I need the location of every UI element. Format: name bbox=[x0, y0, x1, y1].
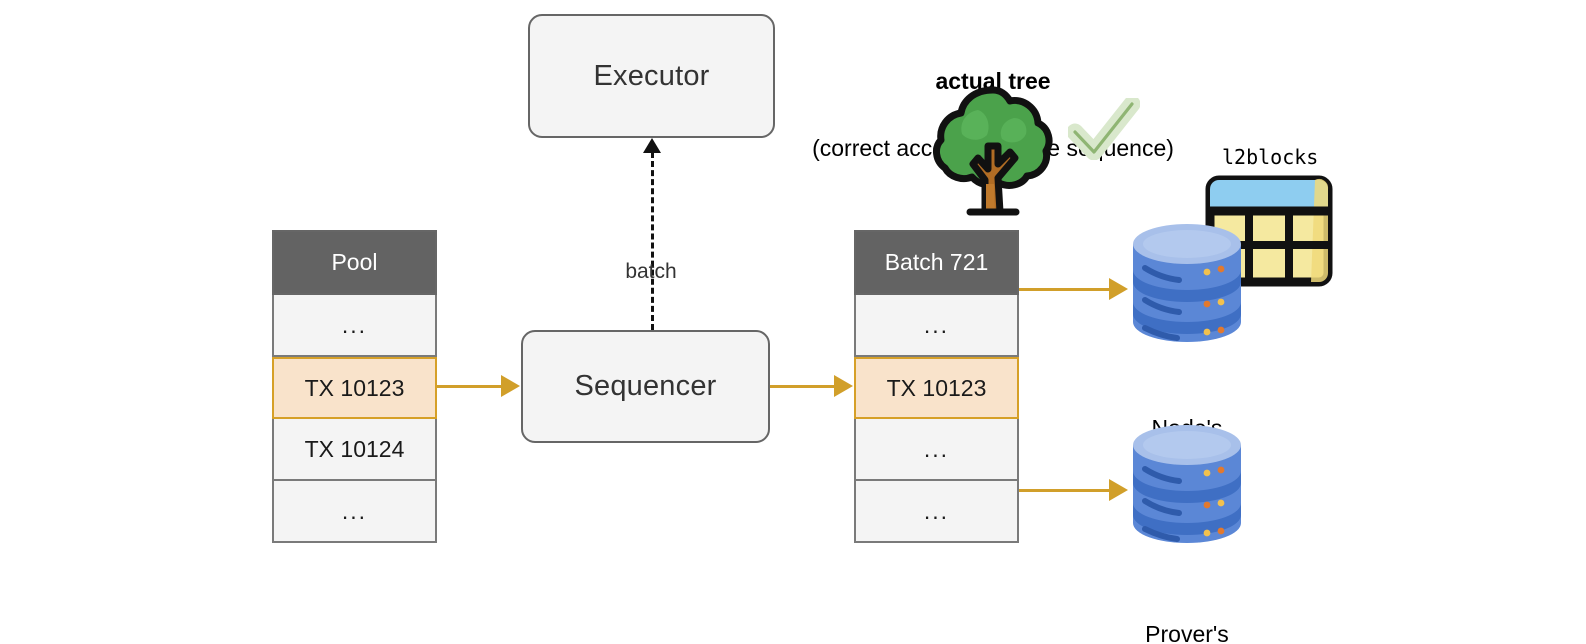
arrow-batch-to-statedb-head-icon bbox=[1109, 278, 1128, 300]
pool-row-1-label: TX 10123 bbox=[304, 374, 405, 401]
batch-row-0[interactable]: ... bbox=[854, 295, 1019, 357]
batch-row-2-label: ... bbox=[923, 435, 950, 462]
batch-row-3-label: ... bbox=[923, 497, 950, 524]
batch-row-3[interactable]: ... bbox=[854, 481, 1019, 543]
pre-execution-label-line1: batch bbox=[625, 260, 677, 284]
batch-row-0-label: ... bbox=[923, 311, 950, 338]
arrow-batch-to-hashdb-head-icon bbox=[1109, 479, 1128, 501]
arrow-sequencer-to-batch-line bbox=[770, 385, 836, 388]
batch-row-2[interactable]: ... bbox=[854, 419, 1019, 481]
prover-hashdb-label-line1: Prover's bbox=[1145, 620, 1229, 644]
pre-execution-dashed-line bbox=[651, 152, 654, 330]
batch-row-1[interactable]: TX 10123 bbox=[854, 357, 1019, 419]
pool-row-2-label: TX 10124 bbox=[304, 435, 405, 462]
check-icon bbox=[1068, 98, 1140, 160]
sequencer-label: Sequencer bbox=[574, 370, 717, 402]
prover-hashdb-label: Prover's HashDB bbox=[1082, 558, 1292, 644]
arrow-batch-to-statedb-line bbox=[1019, 288, 1111, 291]
batch-row-1-label: TX 10123 bbox=[886, 374, 987, 401]
tree-icon bbox=[930, 84, 1056, 218]
sequencer-box[interactable]: Sequencer bbox=[521, 330, 770, 443]
arrow-pool-to-sequencer-line bbox=[437, 385, 503, 388]
pool-row-0[interactable]: ... bbox=[272, 295, 437, 357]
pool-table: Pool ... TX 10123 TX 10124 ... bbox=[272, 230, 437, 543]
pool-table-header: Pool bbox=[272, 230, 437, 295]
batch-table: Batch 721 ... TX 10123 ... ... bbox=[854, 230, 1019, 543]
executor-box[interactable]: Executor bbox=[528, 14, 775, 138]
pool-row-0-label: ... bbox=[341, 311, 368, 338]
arrow-pool-to-sequencer-head-icon bbox=[501, 375, 520, 397]
arrow-batch-to-hashdb-line bbox=[1019, 489, 1111, 492]
pool-row-1[interactable]: TX 10123 bbox=[272, 357, 437, 419]
l2blocks-label: l2blocks bbox=[1222, 145, 1319, 169]
executor-label: Executor bbox=[593, 59, 710, 92]
batch-table-header: Batch 721 bbox=[854, 230, 1019, 295]
prover-hashdb-icon bbox=[1131, 425, 1243, 543]
pool-row-3[interactable]: ... bbox=[272, 481, 437, 543]
node-statedb-icon bbox=[1131, 224, 1243, 342]
pool-row-2[interactable]: TX 10124 bbox=[272, 419, 437, 481]
arrow-sequencer-to-batch-head-icon bbox=[834, 375, 853, 397]
pool-row-3-label: ... bbox=[341, 497, 368, 524]
pre-execution-arrowhead-icon bbox=[643, 138, 661, 153]
